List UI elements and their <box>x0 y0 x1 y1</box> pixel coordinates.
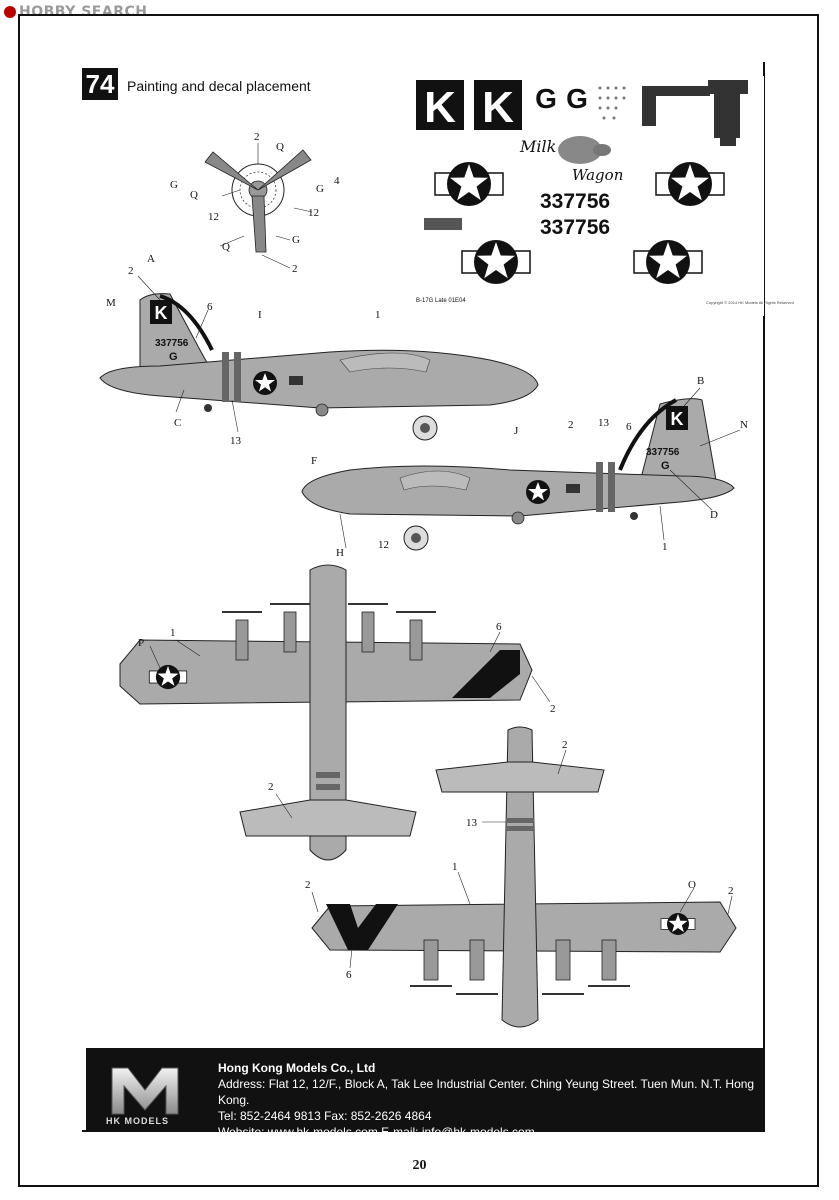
top-callout-2-right: 2 <box>550 703 556 715</box>
prop-callout-g-right: G <box>316 183 324 195</box>
prop-callout-2-top: 2 <box>254 131 260 143</box>
bottom-callout-2-tail: 2 <box>562 739 568 751</box>
side-bottom-callout-f: F <box>311 455 317 467</box>
nose-art-decal: Milk Wagon <box>519 136 623 184</box>
side-bottom-callout-j: J <box>514 425 519 437</box>
side-top-squadron: G <box>169 351 178 363</box>
decal-sheet: K K G G Milk Wagon 337756 337756 <box>414 76 794 316</box>
decal-code-k-2: K <box>482 83 514 132</box>
side-bottom-tail-code: K <box>671 409 684 429</box>
side-bottom-serial: 337756 <box>646 447 680 458</box>
top-callout-p: P <box>138 637 144 649</box>
decal-k-1 <box>416 80 464 130</box>
side-view-port: K 337756 G B F J 2 13 6 N D H 12 1 <box>301 375 748 559</box>
bottom-callout-13: 13 <box>466 817 478 829</box>
stencil-dots <box>598 86 626 120</box>
side-bottom-callout-12: 12 <box>378 539 389 551</box>
bottom-callout-o: O <box>688 879 696 891</box>
prop-callout-g-left: G <box>170 179 178 191</box>
walkway-stencil-decal <box>642 80 748 146</box>
prop-callout-2-bottom: 2 <box>292 263 298 275</box>
bottom-callout-1: 1 <box>452 861 458 873</box>
prop-callout-4: 4 <box>334 175 340 187</box>
page-frame <box>18 14 819 1187</box>
watermark-logo-icon <box>4 6 16 18</box>
page-number: 20 <box>412 1158 427 1173</box>
decal-serial-1: 337756 <box>540 190 610 213</box>
side-top-callout-6: 6 <box>207 301 213 313</box>
hk-models-logo-icon <box>111 1067 179 1115</box>
footer-text: Hong Kong Models Co., Ltd Address: Flat … <box>218 1060 765 1140</box>
side-top-callout-2: 2 <box>128 265 134 277</box>
company-footer: HK MODELS Hong Kong Models Co., Ltd Addr… <box>86 1048 765 1139</box>
side-top-callout-13: 13 <box>230 435 242 447</box>
step-number: 74 <box>82 68 118 100</box>
top-callout-6: 6 <box>496 621 502 633</box>
side-bottom-squadron: G <box>661 460 670 472</box>
step-title: Painting and decal placement <box>127 78 311 94</box>
side-bottom-callout-6: 6 <box>626 421 632 433</box>
side-bottom-callout-13: 13 <box>598 417 610 429</box>
decal-sheet-label: B-17G Late 01E04 <box>416 298 466 304</box>
side-top-serial: 337756 <box>155 338 189 349</box>
bottom-callout-2-left: 2 <box>305 879 311 891</box>
side-top-callout-m: M <box>106 297 116 309</box>
side-top-callout-i: I <box>258 309 262 321</box>
watermark-text: HOBBY SEARCH <box>19 4 148 20</box>
side-top-callout-c: C <box>174 417 181 429</box>
side-top-callout-1: 1 <box>375 309 381 321</box>
side-bottom-callout-b: B <box>697 375 704 387</box>
bottom-callout-2-right: 2 <box>728 885 734 897</box>
decal-copyright: Copyright © 2014 HK Models All Rights Re… <box>706 300 794 305</box>
prop-callout-q-right: Q <box>276 141 284 153</box>
propeller-diagram: 2 Q G G 4 Q 12 12 Q G 2 <box>170 131 340 275</box>
stencil-decal <box>424 218 462 230</box>
prop-callout-g-bottom: G <box>292 234 300 246</box>
side-bottom-callout-h: H <box>336 547 344 559</box>
top-callout-1: 1 <box>170 627 176 639</box>
decal-serial-2: 337756 <box>540 216 610 239</box>
prop-callout-q-left: Q <box>190 189 198 201</box>
decal-code-g-1: G <box>535 83 557 114</box>
footer-address: Address: Flat 12, 12/F., Block A, Tak Le… <box>218 1077 755 1107</box>
bottom-view: 2 13 2 1 O 2 6 <box>305 726 737 1028</box>
side-bottom-callout-2: 2 <box>568 419 574 431</box>
decal-k-2 <box>474 80 522 130</box>
side-top-tail-code: K <box>155 303 168 323</box>
footer-company: Hong Kong Models Co., Ltd <box>218 1061 376 1075</box>
watermark: HOBBY SEARCH <box>4 4 147 20</box>
prop-callout-q-bottom: Q <box>222 241 230 253</box>
top-callout-2-tail: 2 <box>268 781 274 793</box>
footer-brand: HK MODELS <box>106 1116 169 1126</box>
prop-callout-12-right: 12 <box>308 207 319 219</box>
decal-code-k-1: K <box>424 83 456 132</box>
nose-art-milk: Milk <box>519 137 556 156</box>
bottom-callout-6: 6 <box>346 969 352 981</box>
side-view-starboard: K 337756 G 2 A M 6 I 1 C 13 <box>99 253 539 447</box>
side-top-callout-a: A <box>147 253 155 265</box>
footer-phone-fax: Tel: 852-2464 9813 Fax: 852-2626 4864 <box>218 1109 432 1123</box>
nose-art-wagon: Wagon <box>572 166 623 184</box>
prop-callout-12-left: 12 <box>208 211 219 223</box>
side-bottom-callout-1: 1 <box>662 541 668 553</box>
decal-code-g-2: G <box>566 83 588 114</box>
side-bottom-callout-d: D <box>710 509 718 521</box>
side-bottom-callout-n: N <box>740 419 748 431</box>
top-view: P 1 6 2 2 <box>119 564 556 861</box>
footer-web-email: Website: www.hk-models.com E-mail: info@… <box>218 1125 535 1139</box>
